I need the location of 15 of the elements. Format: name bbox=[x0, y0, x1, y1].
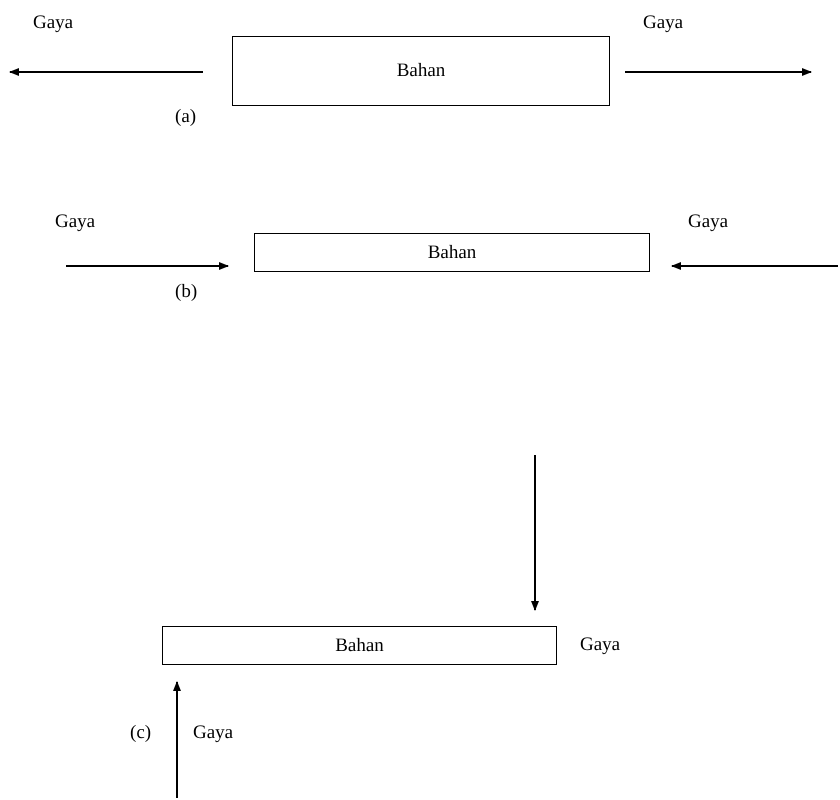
force-label: Gaya bbox=[643, 12, 684, 34]
material-box bbox=[232, 36, 610, 106]
box-label: Bahan bbox=[396, 60, 446, 82]
box-label: Bahan bbox=[428, 242, 476, 264]
force-label: Gaya bbox=[580, 634, 620, 656]
force-label: Gaya bbox=[33, 12, 74, 34]
panel-label: (a) bbox=[175, 106, 196, 128]
panel-label: (b) bbox=[175, 281, 198, 303]
material-box bbox=[162, 626, 557, 665]
box-label: Bahan bbox=[335, 634, 384, 656]
panel-label: (c) bbox=[130, 722, 152, 744]
force-label: Gaya bbox=[193, 722, 234, 744]
force-label: Gaya bbox=[688, 211, 728, 233]
material-box bbox=[254, 233, 650, 272]
force-label: Gaya bbox=[55, 211, 96, 233]
